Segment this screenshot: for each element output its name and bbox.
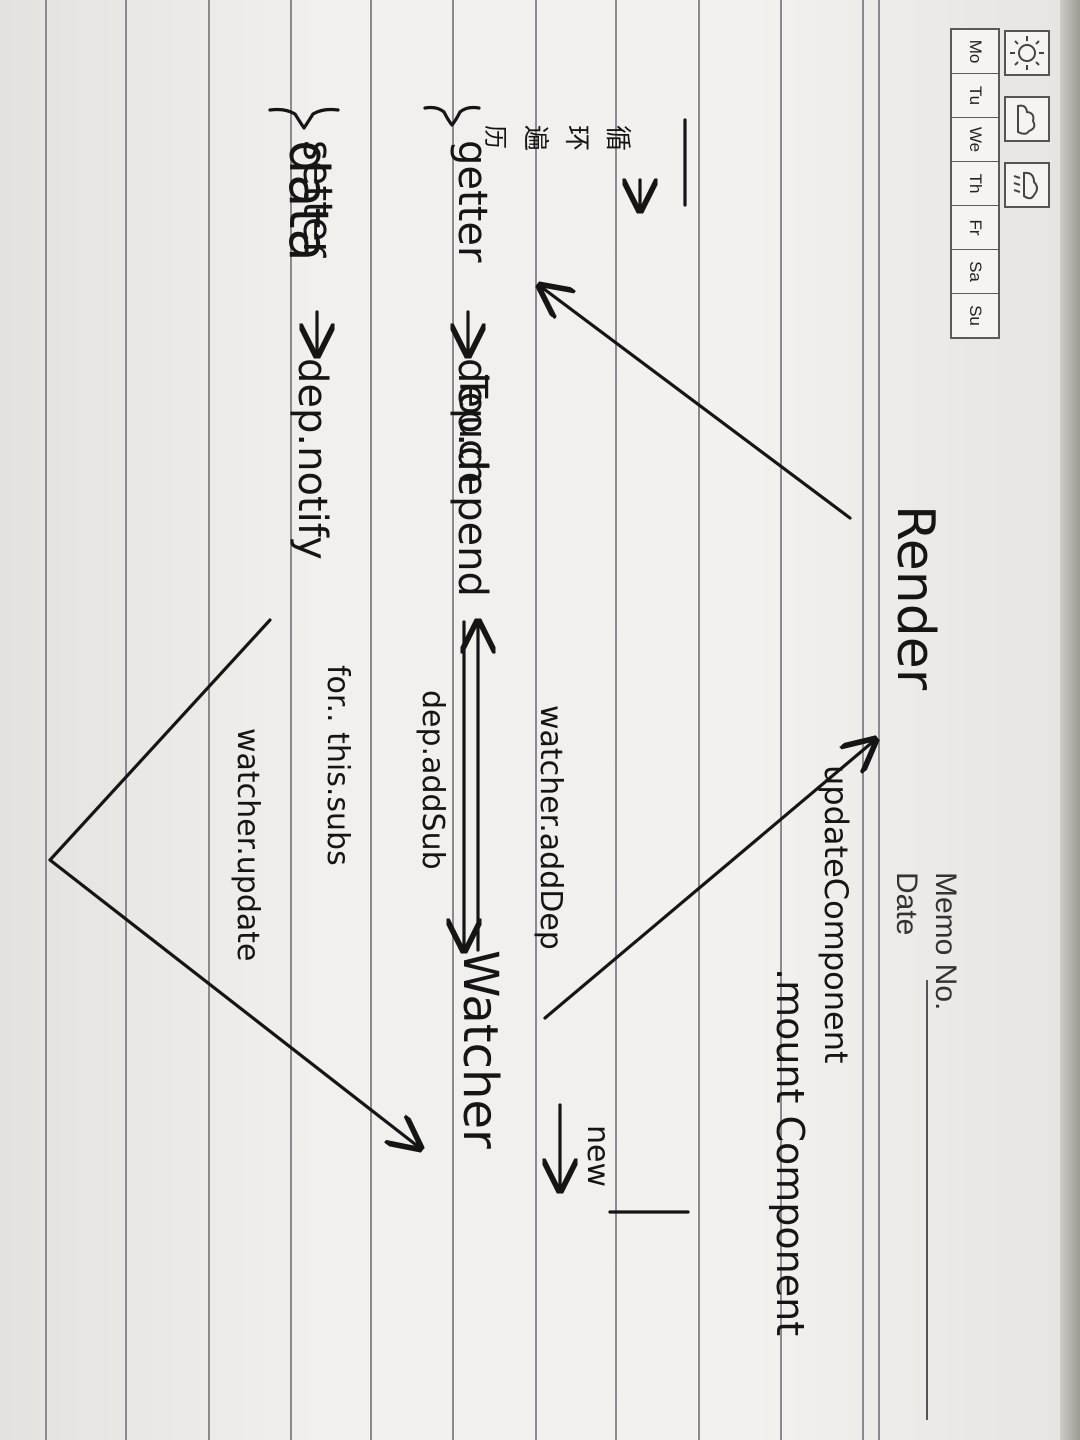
ruled-line [878, 0, 880, 1440]
cloud-icon [1004, 96, 1050, 142]
note-char: 历 [481, 125, 509, 149]
node-watcher: Watcher [452, 950, 508, 1149]
rain-icon [1004, 162, 1050, 208]
node-mount-component: .mount Component [768, 968, 812, 1337]
edge-label-for-this-subs: for.. this.subs [320, 665, 355, 866]
render-to-data-arrow [540, 286, 852, 520]
edge-label-watcher-add-dep: watcher.addDep [533, 705, 568, 950]
ruled-line [125, 0, 127, 1440]
note-char: 遍 [520, 125, 550, 152]
node-dep-depend: dep.depend [449, 358, 495, 597]
notify-to-watcher-stroke [48, 618, 420, 1148]
ruled-line [45, 0, 47, 1440]
node-update-component: updateComponent [817, 765, 855, 1064]
ruled-line [535, 0, 537, 1440]
ruled-line [370, 0, 372, 1440]
brace-getter [423, 105, 481, 127]
node-getter: getter [449, 140, 495, 263]
note-char: 循 [602, 125, 632, 152]
node-setter: setter [294, 140, 340, 258]
edge-label-watcher-update: watcher.update [230, 728, 265, 962]
notebook-binding [1060, 0, 1080, 1440]
note-char: 环 [561, 125, 591, 152]
node-render: Render [885, 505, 945, 691]
ruled-line [290, 0, 292, 1440]
ruled-line [615, 0, 617, 1440]
brace-setter [268, 107, 340, 130]
ruled-line [452, 0, 454, 1440]
edge-label-dep-add-sub: dep.addSub [415, 690, 450, 870]
ruled-line [862, 0, 864, 1440]
sun-icon [1004, 30, 1050, 76]
edge-label-new: new [580, 1125, 615, 1188]
ruled-line [780, 0, 782, 1440]
ruled-line [698, 0, 700, 1440]
ruled-line [208, 0, 210, 1440]
node-dep-notify: dep.notify [289, 358, 335, 560]
update-component-arrow [543, 740, 875, 1020]
